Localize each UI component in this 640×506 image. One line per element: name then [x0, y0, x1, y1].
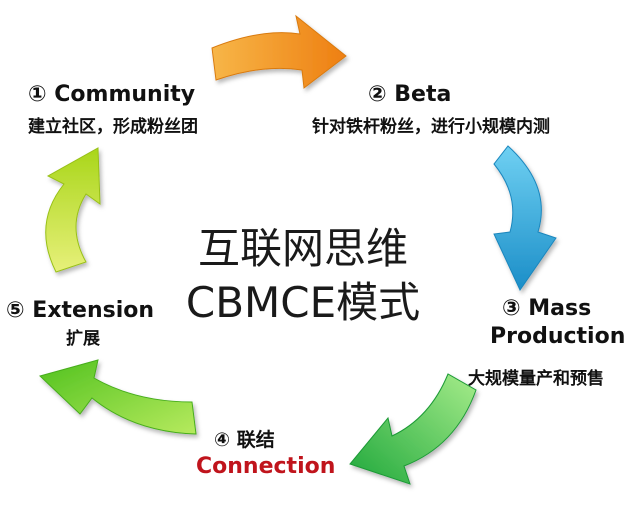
stage-connection-label-en: Connection — [196, 454, 336, 479]
arrow-connection-to-extension — [39, 359, 197, 435]
center-title: 互联网思维 CBMCE模式 — [158, 223, 448, 331]
stage-community-label: ① Community — [28, 82, 196, 107]
arrow-mass-to-connection — [349, 373, 477, 485]
stage-mass-label-line1: ③ Mass — [502, 296, 592, 321]
center-title-line2: CBMCE模式 — [185, 278, 421, 327]
stage-extension-label: ⑤ Extension — [6, 298, 155, 323]
stage-mass-label-line2: Production — [490, 324, 626, 349]
stage-connection-label-zh: ④ 联结 — [214, 429, 275, 451]
arrow-extension-to-community — [45, 147, 101, 273]
stage-mass-desc: 大规模量产和预售 — [468, 369, 604, 389]
arrow-beta-to-mass — [493, 145, 557, 292]
arrow-community-to-beta — [211, 14, 347, 89]
center-title-line1: 互联网思维 — [197, 224, 408, 273]
stage-community-desc: 建立社区，形成粉丝团 — [28, 117, 198, 137]
stage-extension-desc: 扩展 — [66, 329, 100, 349]
stage-beta-desc: 针对铁杆粉丝，进行小规模内测 — [312, 117, 550, 137]
stage-beta-label: ② Beta — [368, 82, 452, 107]
